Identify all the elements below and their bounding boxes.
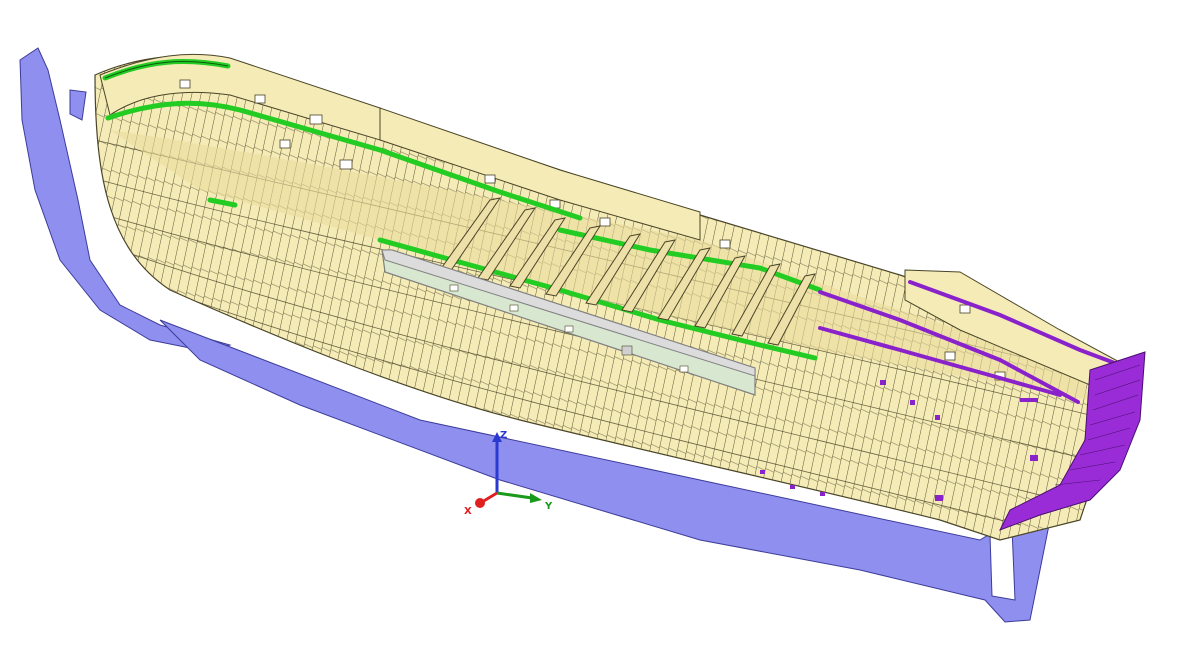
z-axis-arrow [492,432,502,442]
deck-beams [439,197,816,346]
wale-top [381,249,756,377]
bulwark-mid [379,107,701,241]
z-axis-label: Z [500,430,507,441]
y-axis-label: Y [544,501,553,512]
green-rail-edge [104,61,229,79]
hull-interior [110,130,1090,400]
axis-triad[interactable]: Z Y X [464,430,553,517]
x-axis-arrow [475,498,485,508]
y-axis-arrow [530,493,542,503]
x-axis-line [481,491,498,504]
wale-ports [449,284,689,373]
cradle-left-post [69,89,87,121]
stern-planking [1054,364,1141,486]
cradle-keel [159,319,1051,623]
purple-rails [818,280,1122,404]
y-axis-line [496,491,533,500]
gun-ports [179,79,1006,381]
stern-transom [998,351,1146,531]
x-axis-label: X [464,506,472,517]
purple-pegs [760,380,1038,501]
